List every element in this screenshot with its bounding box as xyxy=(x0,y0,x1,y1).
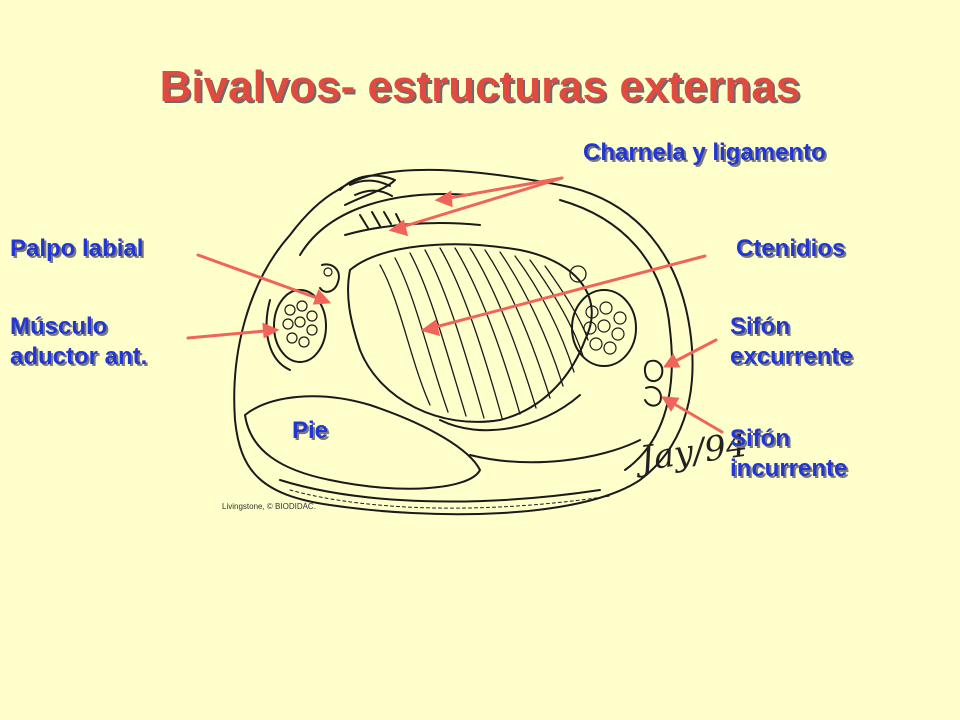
labial-palp-pointer xyxy=(196,253,330,304)
posterior-adductor xyxy=(571,289,637,367)
image-credit: Livingstone, © BIODIDAC. xyxy=(222,502,316,511)
shell-outline xyxy=(233,168,694,516)
label-hinge: Charnela y ligamento xyxy=(583,139,826,166)
ctenidia-pointer xyxy=(422,254,707,332)
hinge-teeth xyxy=(359,211,403,229)
gill-outline xyxy=(347,243,593,423)
label-excurrent-line2: excurrente xyxy=(730,343,853,370)
slide-title: Bivalvos- estructuras externas xyxy=(159,62,801,111)
label-ctenidia: Ctenidios xyxy=(736,235,846,262)
label-anterior-adductor-line1: Músculo xyxy=(10,313,108,340)
shell-inner-margin xyxy=(299,193,673,471)
labial-palp xyxy=(319,263,340,293)
excurrent-siphon xyxy=(643,359,664,382)
label-anterior-adductor-line2: aductor ant. xyxy=(10,343,148,370)
label-incurrent-line2: incurrente xyxy=(730,455,848,482)
incurrent-siphon xyxy=(644,386,662,407)
umbo xyxy=(339,174,396,206)
label-incurrent-line1: Sifón xyxy=(730,425,790,452)
hinge-pointer-a xyxy=(436,176,564,202)
label-excurrent-line1: Sifón xyxy=(730,313,790,340)
label-anterior-adductor: Músculo aductor ant. xyxy=(10,312,147,372)
foot xyxy=(244,395,481,490)
anterior-adductor xyxy=(273,289,327,363)
label-incurrent-siphon: Sifón incurrente xyxy=(730,424,847,484)
gill-filaments xyxy=(379,247,589,419)
label-labial-palp: Palpo labial xyxy=(10,235,144,262)
mantle-edge xyxy=(289,489,611,509)
label-excurrent-siphon: Sifón excurrente xyxy=(730,312,853,372)
adductor-pointer xyxy=(186,328,278,340)
hinge-pointer-b xyxy=(390,176,564,232)
label-foot: Pie xyxy=(292,417,329,444)
